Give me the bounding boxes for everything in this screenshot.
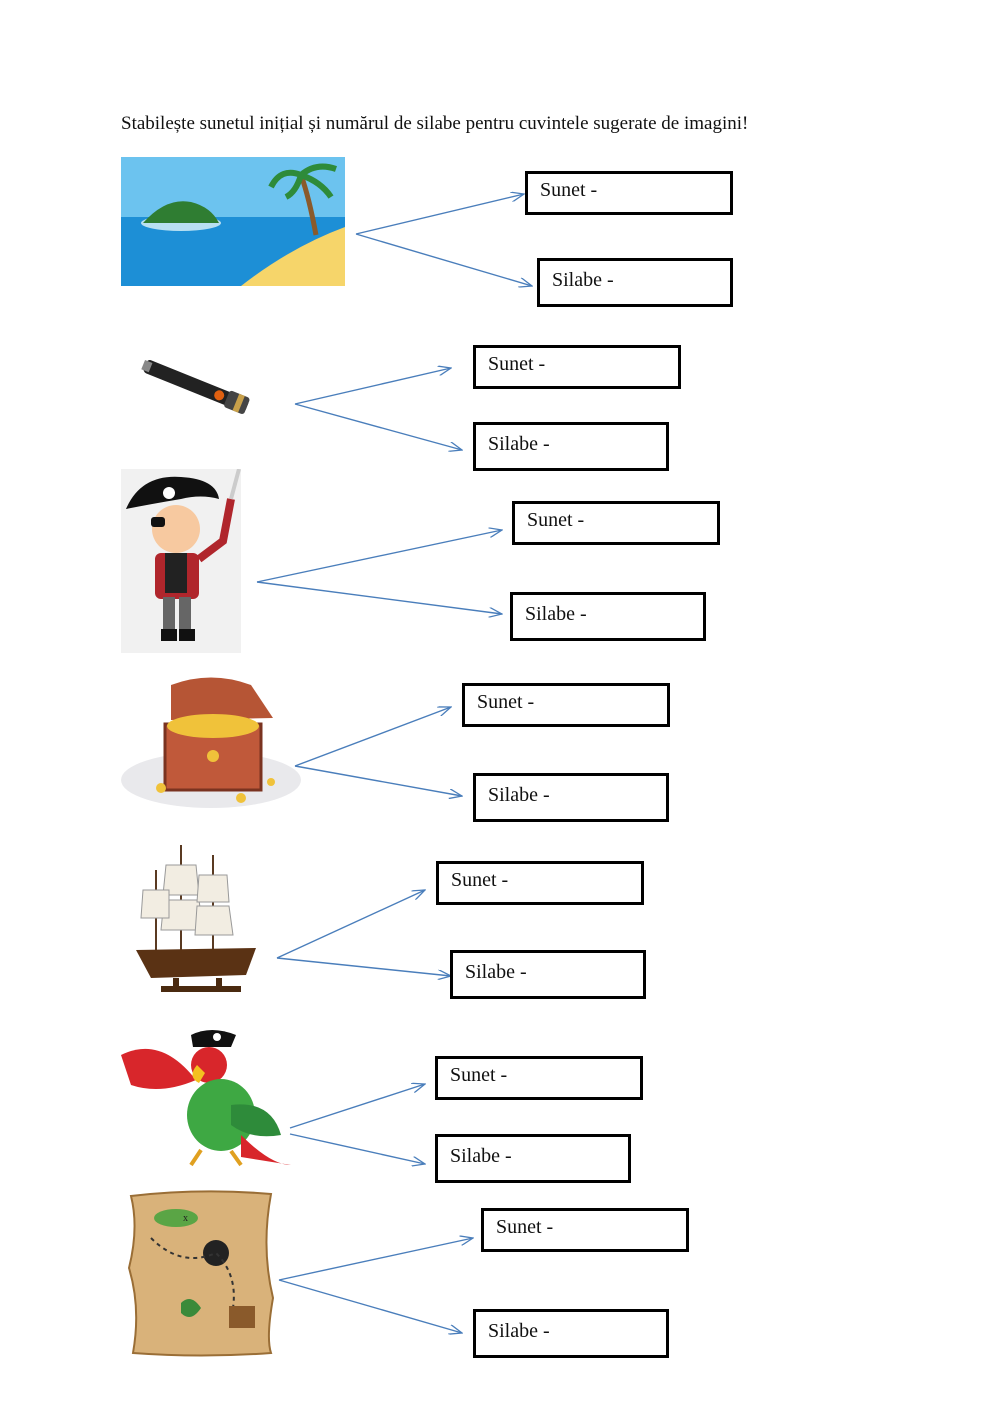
island-picture xyxy=(121,157,345,286)
syllables-answer-box[interactable]: Silabe - xyxy=(473,1309,669,1358)
ship-picture xyxy=(121,840,271,1000)
pirate-picture xyxy=(121,469,241,653)
arrow-to-syllables xyxy=(276,957,451,976)
syllables-answer-box[interactable]: Silabe - xyxy=(473,773,669,822)
arrow-to-syllables xyxy=(294,765,462,796)
syllables-answer-box[interactable]: Silabe - xyxy=(537,258,733,307)
arrow-to-sound xyxy=(289,1084,425,1129)
svg-text:x: x xyxy=(183,1213,188,1224)
arrow-to-sound xyxy=(355,194,524,235)
arrow-to-syllables xyxy=(355,233,532,286)
arrow-to-syllables xyxy=(289,1133,425,1164)
instruction-text: Stabilește sunetul inițial și numărul de… xyxy=(121,113,749,134)
arrow-to-sound xyxy=(276,890,425,959)
sound-answer-box[interactable]: Sunet - xyxy=(525,171,733,215)
parrot-picture xyxy=(121,1025,291,1172)
sound-answer-box[interactable]: Sunet - xyxy=(436,861,644,905)
arrow-to-sound xyxy=(278,1238,473,1281)
arrow-to-sound xyxy=(256,530,502,583)
syllables-answer-box[interactable]: Silabe - xyxy=(435,1134,631,1183)
treasure-map-picture: x xyxy=(121,1188,291,1358)
arrow-to-syllables xyxy=(278,1279,462,1333)
syllables-answer-box[interactable]: Silabe - xyxy=(450,950,646,999)
sound-answer-box[interactable]: Sunet - xyxy=(473,345,681,389)
spyglass-picture xyxy=(121,335,266,445)
arrow-to-sound xyxy=(294,368,451,405)
arrow-to-sound xyxy=(294,707,451,767)
sound-answer-box[interactable]: Sunet - xyxy=(512,501,720,545)
arrow-to-syllables xyxy=(256,581,502,614)
syllables-answer-box[interactable]: Silabe - xyxy=(473,422,669,471)
treasure-chest-picture xyxy=(121,670,303,812)
sound-answer-box[interactable]: Sunet - xyxy=(462,683,670,727)
sound-answer-box[interactable]: Sunet - xyxy=(435,1056,643,1100)
syllables-answer-box[interactable]: Silabe - xyxy=(510,592,706,641)
sound-answer-box[interactable]: Sunet - xyxy=(481,1208,689,1252)
arrow-to-syllables xyxy=(294,403,462,450)
